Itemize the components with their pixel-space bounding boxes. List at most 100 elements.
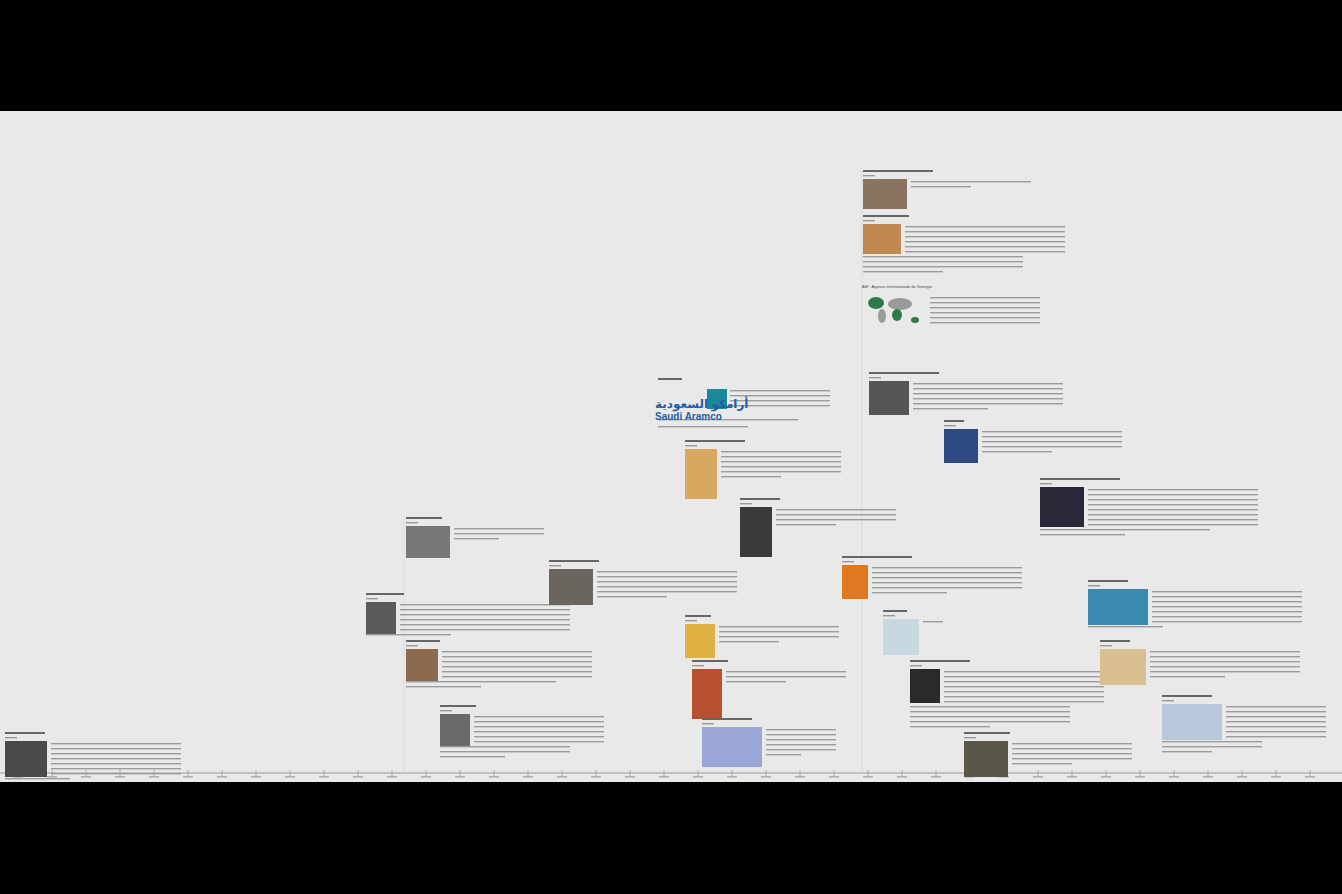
event-text-bar <box>911 181 1031 182</box>
axis-tick <box>596 770 597 776</box>
event-heading-bar <box>740 498 780 500</box>
axis-tick <box>426 770 427 776</box>
event-text-bar <box>905 236 1065 237</box>
event-text-bar <box>1150 651 1300 652</box>
tick-mark <box>1169 776 1179 778</box>
event-text-bar <box>400 604 570 605</box>
event-text-bar <box>1088 499 1258 500</box>
event-picture <box>406 526 450 558</box>
event-text-bar <box>872 592 947 593</box>
map-continent <box>878 309 886 323</box>
event-text-bar <box>766 739 836 740</box>
event-text-bar <box>400 624 570 625</box>
event-text-bar <box>474 731 604 732</box>
event-text-bar <box>442 661 592 662</box>
tick-mark <box>1067 776 1077 778</box>
event-text-bar <box>1088 524 1258 525</box>
event-text-bar <box>930 322 1040 323</box>
axis-tick <box>1174 770 1175 776</box>
tick-mark <box>81 776 91 778</box>
event-text-bar <box>1150 676 1225 677</box>
axis-tick <box>834 770 835 776</box>
axis-tick <box>222 770 223 776</box>
tick-mark <box>1271 776 1281 778</box>
event-text-bar <box>776 509 896 510</box>
event-text-bar <box>442 651 592 652</box>
event-text-bar <box>51 748 181 749</box>
axis-tick <box>664 770 665 776</box>
event-text-bar <box>944 701 1104 702</box>
event-heading-bar <box>944 420 964 422</box>
axis-tick <box>1140 770 1141 776</box>
event-text-bar <box>442 671 592 672</box>
event-text-bar <box>474 741 604 742</box>
event-text-bar <box>930 312 1040 313</box>
event-text-bar <box>905 226 1065 227</box>
event-picture <box>863 179 907 209</box>
event-text-bar <box>400 609 570 610</box>
axis-tick <box>698 770 699 776</box>
event-text-bar <box>454 538 499 539</box>
event-text-bar <box>400 619 570 620</box>
event-text-bar <box>982 451 1052 452</box>
tick-mark <box>353 776 363 778</box>
event-text-bar <box>930 297 1040 298</box>
event-picture <box>842 565 868 599</box>
event-text-bar <box>597 576 737 577</box>
event-picture <box>406 649 438 681</box>
event-text-bar <box>913 398 1063 399</box>
event-text-bar <box>910 726 990 727</box>
event-text-bar <box>721 456 841 457</box>
tick-mark <box>115 776 125 778</box>
event-text-bar <box>1152 616 1302 617</box>
event-picture <box>5 741 47 777</box>
axis-tick <box>1072 770 1073 776</box>
event-heading-bar <box>702 718 752 720</box>
event-text-bar <box>1150 661 1300 662</box>
event-date-bar <box>5 737 17 738</box>
event-text-bar <box>1088 509 1258 510</box>
event-text-bar <box>1040 529 1210 530</box>
event-date-bar <box>883 615 895 616</box>
event-text-bar <box>944 686 1104 687</box>
event-text-bar <box>1152 591 1302 592</box>
tick-mark <box>285 776 295 778</box>
event-text-bar <box>442 676 592 677</box>
event-text-bar <box>910 721 1070 722</box>
event-text-bar <box>1226 731 1326 732</box>
axis-tick <box>1106 770 1107 776</box>
event-text-bar <box>719 631 839 632</box>
event-picture <box>1040 487 1084 527</box>
event-text-bar <box>766 734 836 735</box>
event-picture <box>549 569 593 605</box>
event-picture <box>440 714 470 746</box>
event-text-bar <box>366 634 451 635</box>
event-picture <box>964 741 1008 777</box>
event-picture <box>863 224 901 254</box>
tick-mark <box>625 776 635 778</box>
map-continent <box>911 317 919 323</box>
tick-mark <box>1135 776 1145 778</box>
event-text-bar <box>872 587 1022 588</box>
event-text-bar <box>726 671 846 672</box>
event-text-bar <box>51 743 181 744</box>
event-text-bar <box>1162 741 1262 742</box>
event-heading-bar <box>910 660 970 662</box>
event-text-bar <box>930 302 1040 303</box>
event-text-bar <box>1152 601 1302 602</box>
axis-tick <box>1038 770 1039 776</box>
event-text-bar <box>51 768 181 769</box>
event-text-bar <box>905 251 1065 252</box>
axis-tick <box>460 770 461 776</box>
event-heading-bar <box>869 372 939 374</box>
event-text-bar <box>776 519 896 520</box>
event-picture <box>910 669 940 703</box>
event-date-bar <box>406 645 418 646</box>
event-text-bar <box>406 686 481 687</box>
axis-tick <box>324 770 325 776</box>
event-text-bar <box>766 754 801 755</box>
tick-mark <box>863 776 873 778</box>
event-date-bar <box>366 598 378 599</box>
event-text-bar <box>1012 758 1132 759</box>
